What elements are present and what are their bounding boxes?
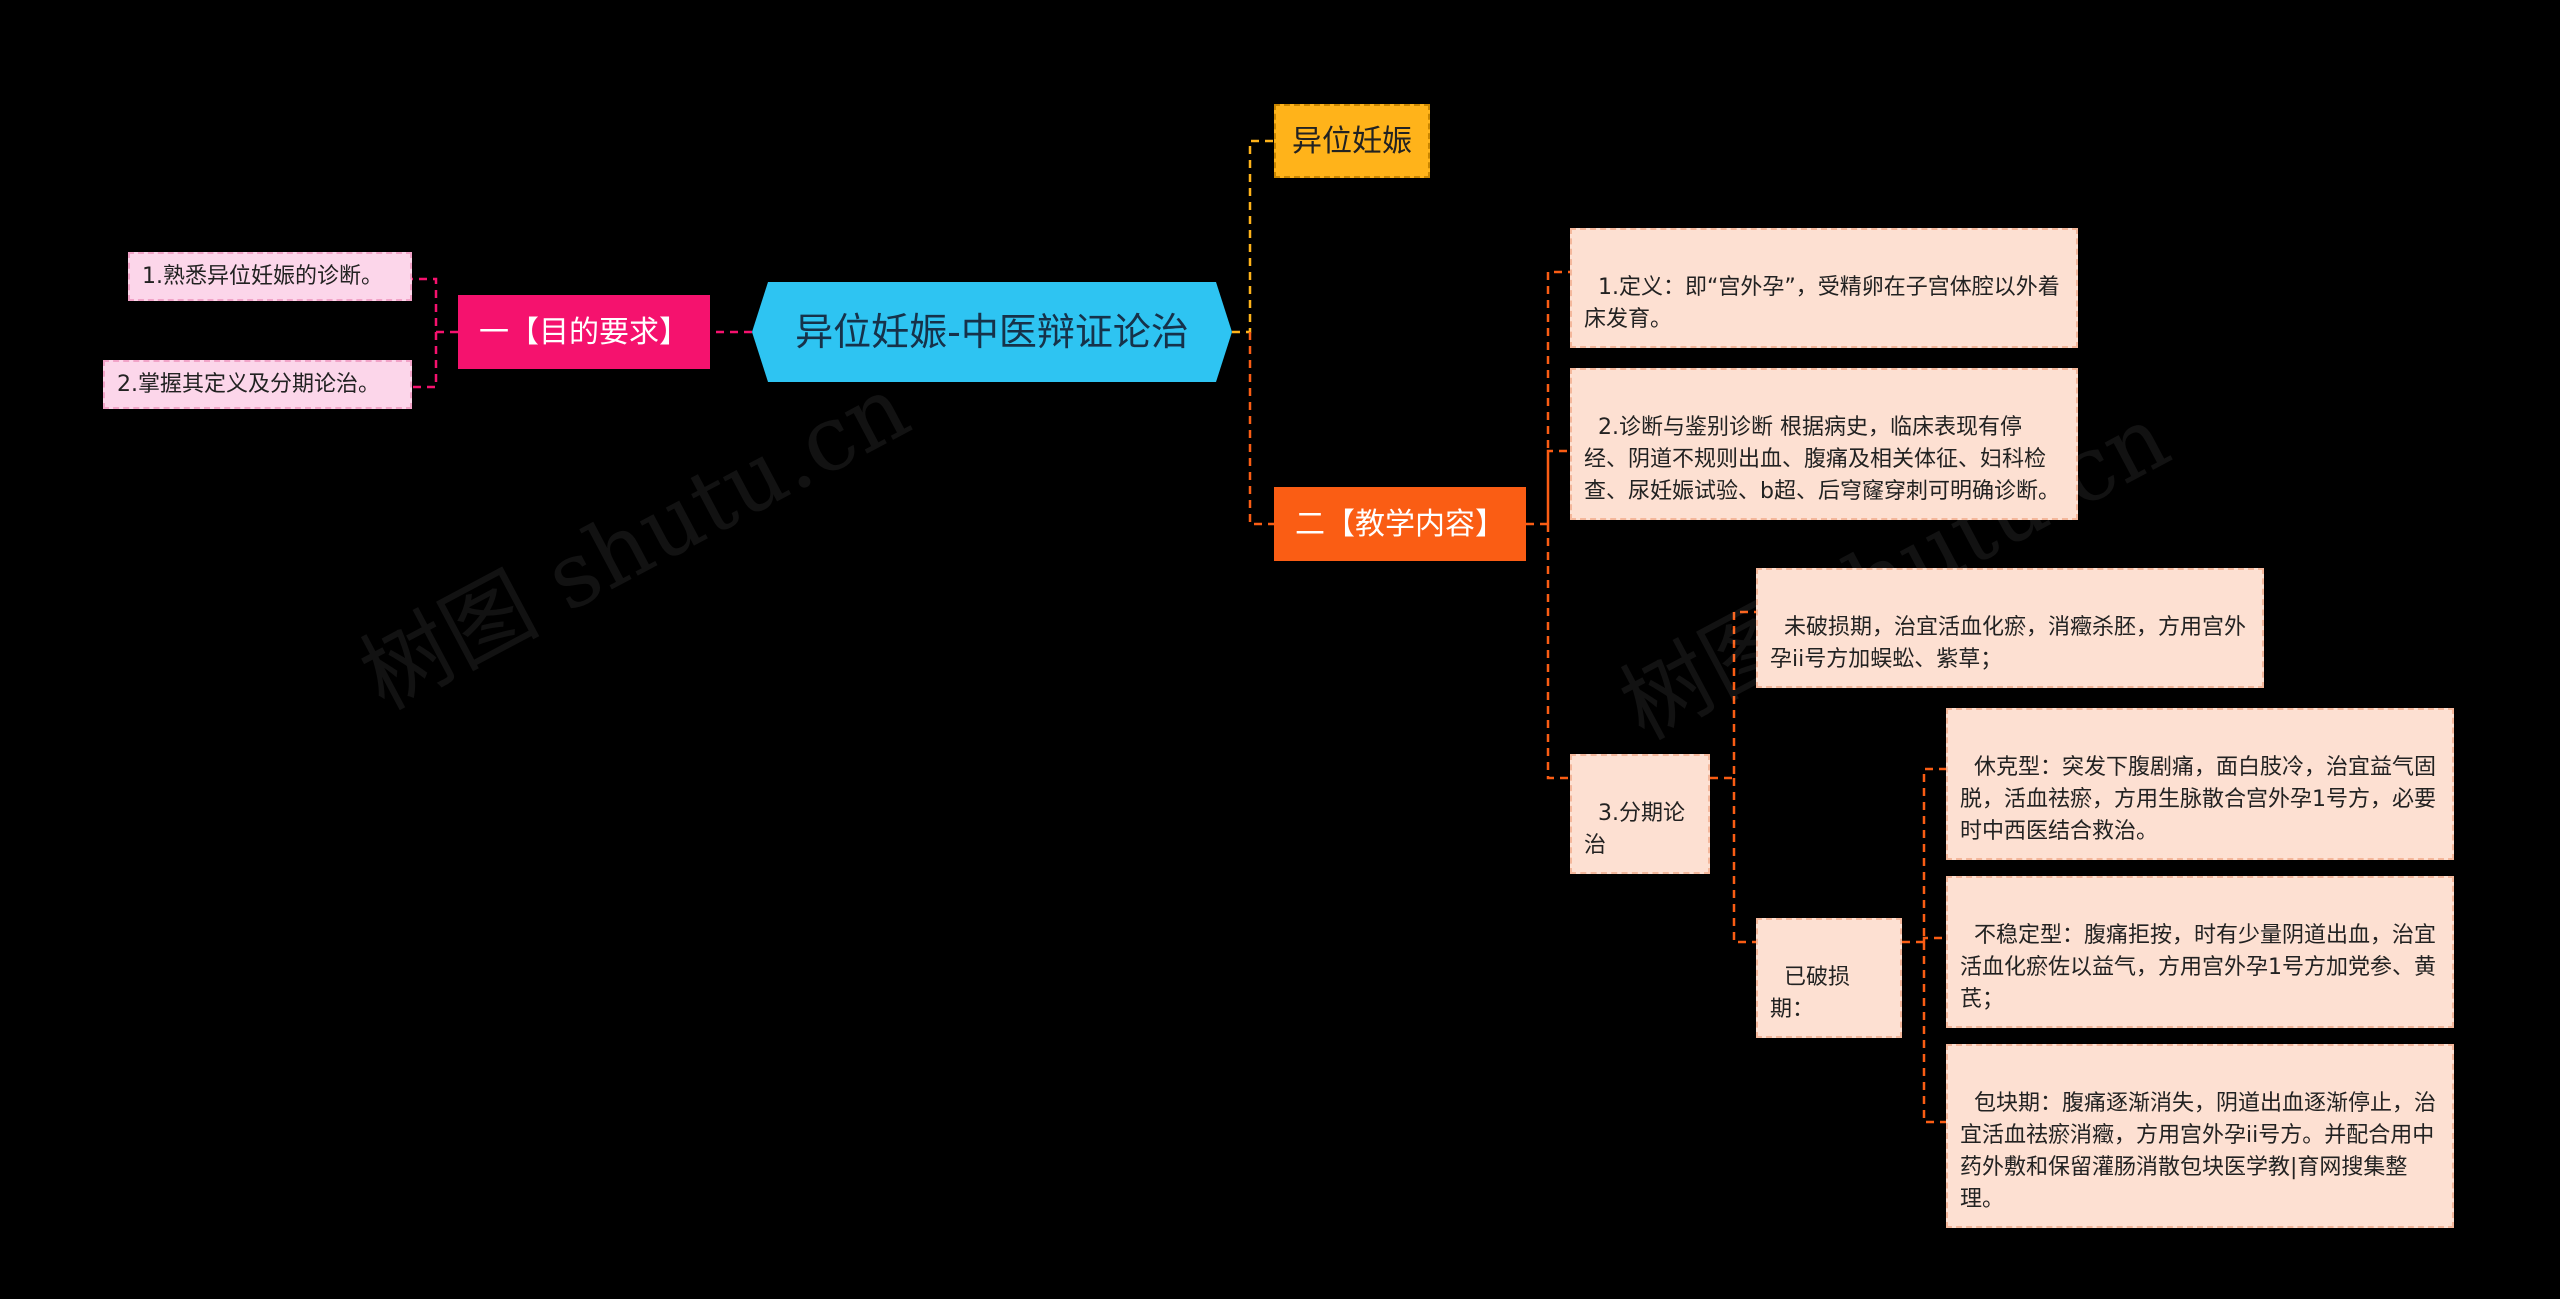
definition-text: 1.定义：即“宫外孕”，受精卵在子宫体腔以外着床发育。: [1584, 275, 2060, 332]
mass-stage-node[interactable]: 包块期：腹痛逐渐消失，阴道出血逐渐停止，治宜活血祛瘀消癥，方用宫外孕ii号方。并…: [1946, 1044, 2454, 1228]
definition-node[interactable]: 1.定义：即“宫外孕”，受精卵在子宫体腔以外着床发育。: [1570, 228, 2078, 348]
branch-objectives-label: 一【目的要求】: [479, 314, 689, 350]
diagnosis-node[interactable]: 2.诊断与鉴别诊断 根据病史，临床表现有停经、阴道不规则出血、腹痛及相关体征、妇…: [1570, 368, 2078, 520]
branch-ectopic[interactable]: 异位妊娠: [1274, 104, 1430, 178]
objective-item-2-text: 2.掌握其定义及分期论治。: [117, 372, 380, 397]
unstable-type-node[interactable]: 不稳定型：腹痛拒按，时有少量阴道出血，治宜活血化瘀佐以益气，方用宫外孕1号方加党…: [1946, 876, 2454, 1028]
staging-node[interactable]: 3.分期论治: [1570, 754, 1710, 874]
shock-type-node[interactable]: 休克型：突发下腹剧痛，面白肢冷，治宜益气固脱，活血祛瘀，方用生脉散合宫外孕1号方…: [1946, 708, 2454, 860]
mass-stage-text: 包块期：腹痛逐渐消失，阴道出血逐渐停止，治宜活血祛瘀消癥，方用宫外孕ii号方。并…: [1960, 1091, 2437, 1212]
shock-type-text: 休克型：突发下腹剧痛，面白肢冷，治宜益气固脱，活血祛瘀，方用生脉散合宫外孕1号方…: [1960, 755, 2437, 844]
unstable-type-text: 不稳定型：腹痛拒按，时有少量阴道出血，治宜活血化瘀佐以益气，方用宫外孕1号方加党…: [1960, 923, 2437, 1012]
staging-label: 3.分期论治: [1584, 801, 1685, 858]
branch-ectopic-label: 异位妊娠: [1292, 123, 1412, 159]
diagnosis-text: 2.诊断与鉴别诊断 根据病史，临床表现有停经、阴道不规则出血、腹痛及相关体征、妇…: [1584, 415, 2060, 504]
ruptured-label: 已破损期：: [1770, 965, 1851, 1022]
objective-item-1-text: 1.熟悉异位妊娠的诊断。: [142, 264, 383, 289]
objective-item-1[interactable]: 1.熟悉异位妊娠的诊断。: [128, 252, 412, 301]
objective-item-2[interactable]: 2.掌握其定义及分期论治。: [103, 360, 412, 409]
root-label: 异位妊娠-中医辩证论治: [795, 309, 1189, 354]
ruptured-node[interactable]: 已破损期：: [1756, 918, 1902, 1038]
unruptured-node[interactable]: 未破损期，治宜活血化瘀，消癥杀胚，方用宫外孕ii号方加蜈蚣、紫草；: [1756, 568, 2264, 688]
branch-content[interactable]: 二【教学内容】: [1274, 487, 1526, 561]
branch-objectives[interactable]: 一【目的要求】: [458, 295, 710, 369]
unruptured-text: 未破损期，治宜活血化瘀，消癥杀胚，方用宫外孕ii号方加蜈蚣、紫草；: [1770, 615, 2247, 672]
root-node[interactable]: 异位妊娠-中医辩证论治: [752, 282, 1232, 382]
branch-content-label: 二【教学内容】: [1295, 506, 1505, 542]
